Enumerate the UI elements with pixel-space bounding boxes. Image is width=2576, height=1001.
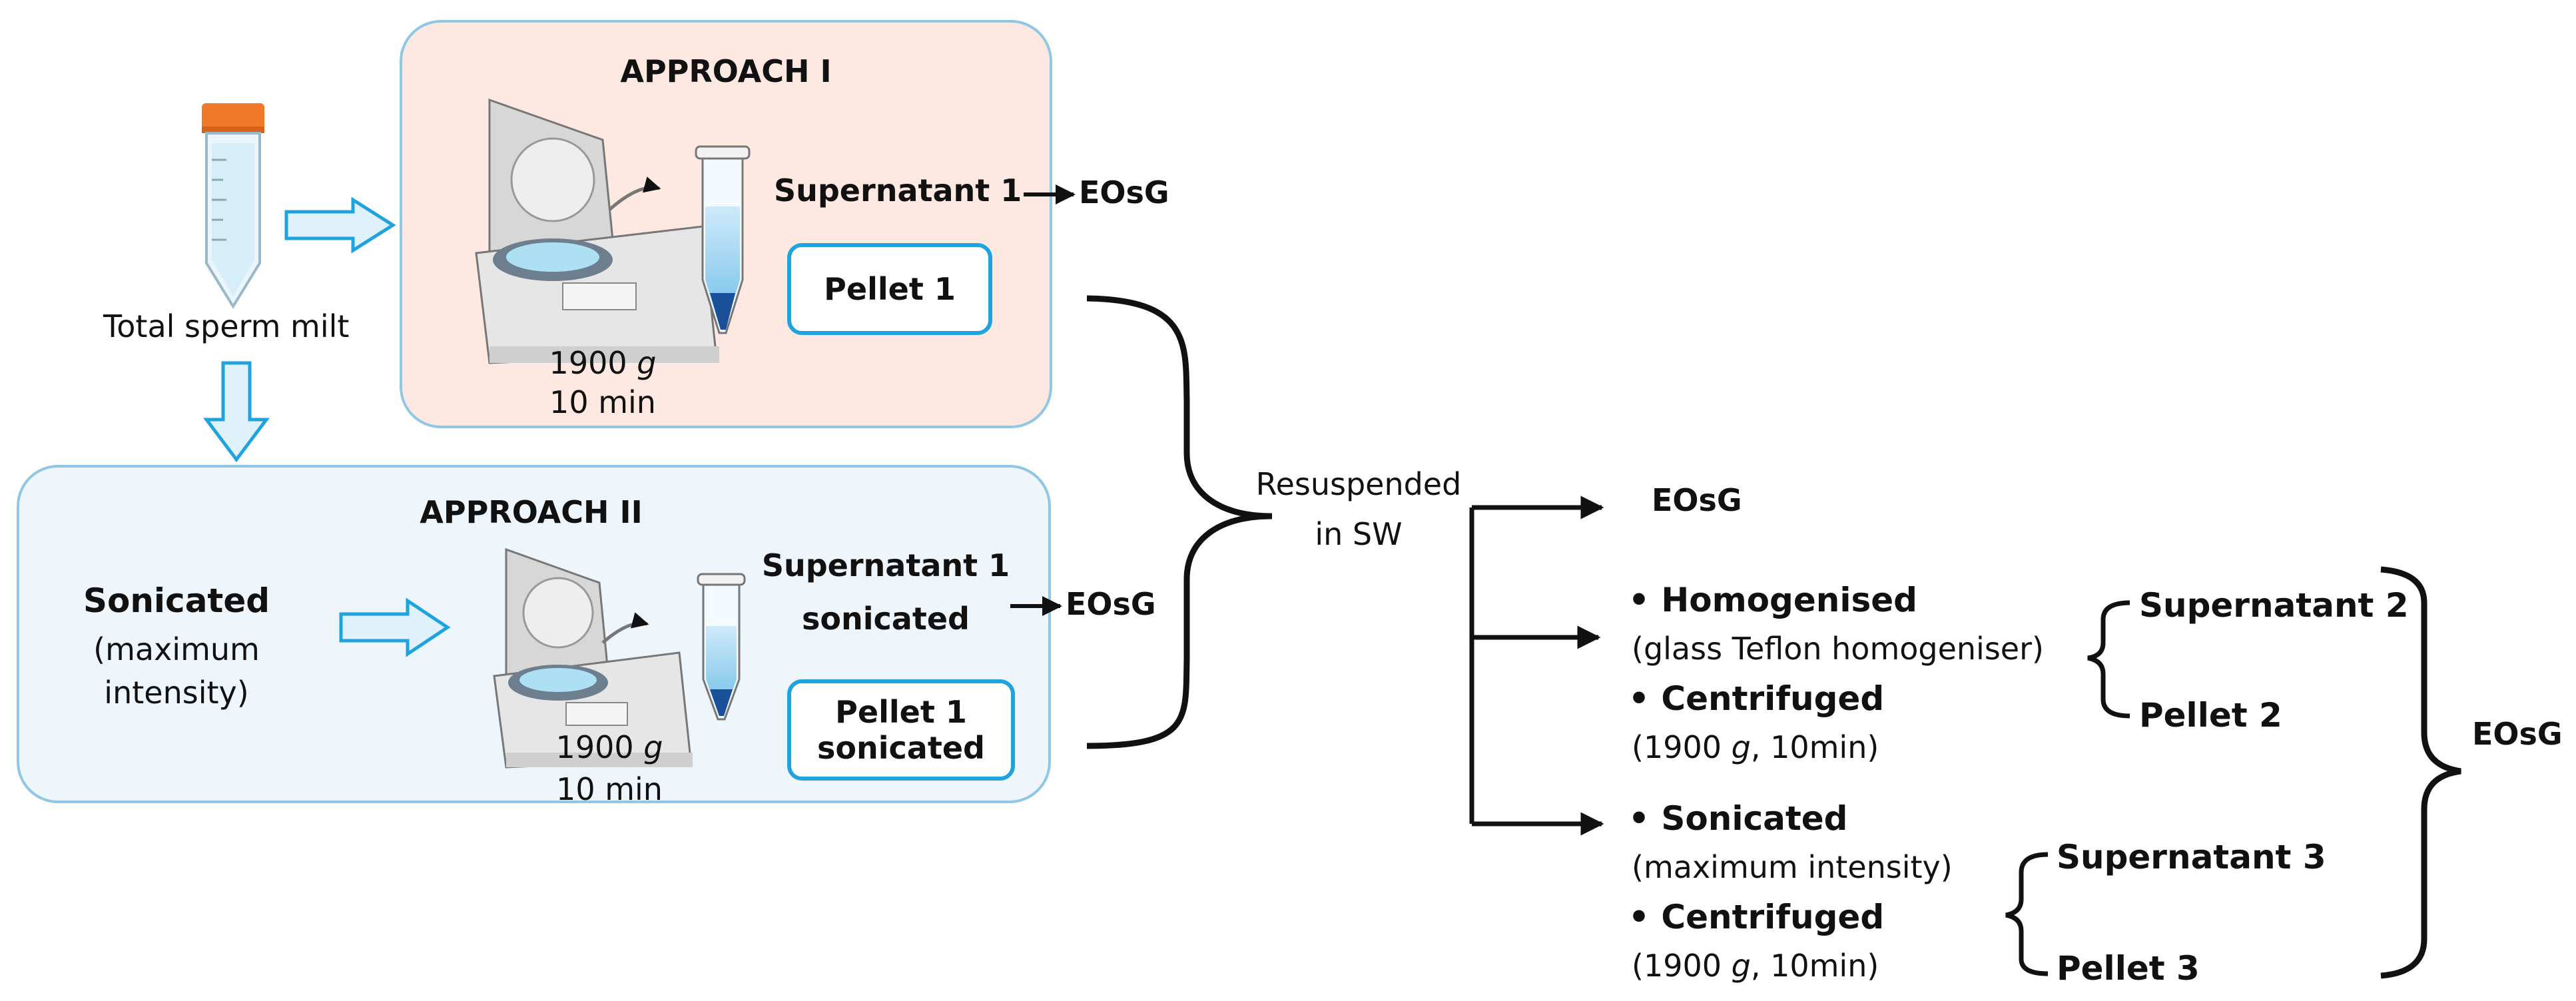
hollow-arrow-right-icon-2	[339, 597, 451, 657]
homogenised-label: Homogenised	[1661, 581, 1917, 619]
approach-2-centrifuge-time: 10 min	[556, 771, 663, 807]
sonicated-detail-line-2: intensity)	[104, 675, 249, 711]
homogenised-step: • Homogenised	[1628, 581, 1917, 619]
final-brace	[2380, 566, 2461, 979]
condition-g-unit-2: g	[643, 729, 663, 765]
pellet-1-box: Pellet 1	[787, 243, 992, 335]
centrifuged-label-3: Centrifuged	[1661, 898, 1885, 936]
falcon-tube-icon	[202, 103, 264, 309]
pellet-1-label: Pellet 1	[824, 271, 956, 307]
merge-brace	[1086, 295, 1273, 749]
detail-pre: (1900	[1632, 729, 1732, 765]
detail-g-3: g	[1731, 948, 1751, 984]
detail-pre-3: (1900	[1632, 948, 1732, 984]
centrifuged-step-2: • Centrifuged	[1628, 679, 1884, 718]
sonicated-detail-line-1: (maximum	[93, 631, 260, 667]
detail-post: , 10min)	[1750, 729, 1879, 765]
sonicated-label: Sonicated	[83, 581, 270, 620]
bracket-2	[2087, 600, 2130, 719]
pellet-1-sonicated-line-1: Pellet 1	[835, 694, 967, 730]
centrifuged-detail-2: (1900 g, 10min)	[1632, 729, 1879, 765]
sonicated-step: • Sonicated	[1628, 799, 1847, 838]
approach-1-title: APPROACH I	[620, 53, 832, 89]
supernatant-1-label: Supernatant 1	[774, 172, 1022, 208]
detail-g: g	[1731, 729, 1751, 765]
eppendorf-tube-icon	[695, 145, 751, 334]
homogenised-detail: (glass Teflon homogeniser)	[1632, 631, 2044, 667]
supernatant-2-label: Supernatant 2	[2139, 586, 2409, 625]
resuspended-line-2: in SW	[1315, 516, 1403, 552]
eosg-final-output: EOsG	[2472, 716, 2563, 752]
condition-g-value-2: 1900	[555, 729, 634, 765]
pellet-1-sonicated-line-2: sonicated	[817, 730, 985, 766]
eosg-output-3: EOsG	[1652, 482, 1742, 518]
supernatant-1-sonicated-line-1: Supernatant 1	[761, 547, 1010, 583]
pellet-1-sonicated-box: Pellet 1 sonicated	[787, 679, 1015, 781]
bullet-icon-2: •	[1628, 679, 1662, 718]
resuspended-line-1: Resuspended	[1255, 466, 1462, 502]
eosg-output-1: EOsG	[1079, 174, 1169, 210]
hollow-arrow-down-icon	[203, 361, 270, 463]
condition-g-value: 1900	[549, 345, 627, 381]
pellet-3-label: Pellet 3	[2057, 949, 2200, 988]
eppendorf-tube-icon-2	[697, 573, 746, 721]
centrifuged-step-3: • Centrifuged	[1628, 898, 1884, 936]
total-sperm-milt-label: Total sperm milt	[103, 308, 350, 344]
centrifuge-icon	[475, 98, 719, 364]
approach-2-title: APPROACH II	[420, 494, 643, 530]
approach-1-centrifuge-time: 10 min	[549, 384, 656, 420]
bullet-icon-4: •	[1628, 898, 1662, 936]
bullet-icon: •	[1628, 581, 1662, 619]
bracket-3	[2005, 852, 2049, 976]
approach-1-centrifuge-conditions: 1900 g	[519, 345, 686, 381]
centrifuged-label-2: Centrifuged	[1661, 679, 1885, 718]
detail-post-3: , 10min)	[1750, 948, 1879, 984]
bullet-icon-3: •	[1628, 799, 1662, 838]
supernatant-1-sonicated-line-2: sonicated	[802, 601, 970, 637]
sonicated-step-detail: (maximum intensity)	[1632, 849, 1953, 885]
sonicated-step-label: Sonicated	[1661, 799, 1848, 838]
centrifuge-icon-2	[493, 547, 693, 769]
eosg-output-2: EOsG	[1066, 586, 1156, 622]
supernatant-3-label: Supernatant 3	[2057, 838, 2326, 876]
approach-2-centrifuge-conditions: 1900 g	[526, 729, 693, 765]
pellet-2-label: Pellet 2	[2139, 696, 2282, 735]
centrifuged-detail-3: (1900 g, 10min)	[1632, 948, 1879, 984]
condition-g-unit: g	[637, 345, 657, 381]
hollow-arrow-right-icon	[284, 196, 396, 254]
